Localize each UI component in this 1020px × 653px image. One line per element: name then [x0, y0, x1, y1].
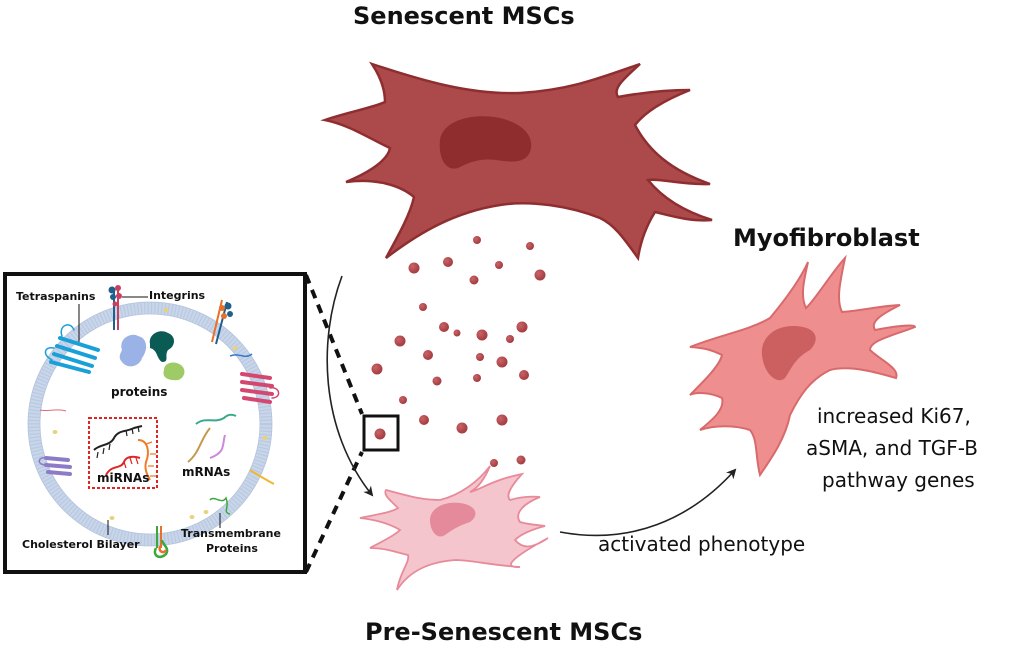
vesicle-dot [443, 257, 453, 267]
pre-senescent-msc-title: Pre-Senescent MSCs [365, 618, 643, 646]
vesicle-dot [526, 242, 534, 250]
mrnas-label: mRNAs [182, 465, 231, 479]
vesicle-dot [516, 455, 526, 465]
senescent-nucleus [439, 116, 532, 169]
mirna-highlight-box [88, 417, 158, 489]
vesicle-dot [394, 335, 406, 347]
tetraspanins-label: Tetraspanins [16, 290, 96, 303]
arrow-senescent-to-presenescent [326, 275, 374, 497]
vesicle-dot [495, 261, 503, 269]
extracellular-vesicles [371, 236, 546, 467]
integrin-icon [108, 285, 122, 330]
vesicle-dot [439, 322, 449, 332]
transmembrane-protein-icon [229, 353, 253, 358]
arrow-presenescent-to-myofibroblast [559, 468, 737, 537]
vesicle-dot [456, 422, 468, 434]
proteins-label: proteins [111, 385, 168, 399]
vesicle-dot [469, 275, 479, 285]
zoom-selection-box [362, 414, 400, 452]
vesicle-dot [490, 459, 498, 467]
vesicle-dot [506, 335, 514, 343]
transmembrane-label-line-1: Transmembrane [181, 527, 281, 540]
integrins-label: Integrins [149, 289, 206, 302]
vesicle-dot [519, 370, 529, 380]
mirnas-label: miRNAs [97, 471, 150, 485]
vesicle-dot [473, 236, 481, 244]
tetraspanin-icon [240, 372, 280, 404]
vesicle-dot [432, 376, 442, 386]
zoom-line-top [304, 274, 364, 415]
mirnas-icon [93, 425, 156, 481]
cholesterol-molecules [52, 308, 268, 520]
vesicle-dot [476, 353, 484, 361]
myofibroblast-nucleus [761, 325, 816, 381]
vesicle-dot [496, 414, 508, 426]
vesicle-dot [419, 303, 427, 311]
markers-line-1: increased Ki67, [817, 404, 971, 428]
mrnas-icon [187, 413, 237, 463]
senescent-msc-cell [320, 61, 713, 262]
myofibroblast-title: Myofibroblast [733, 224, 920, 252]
inset-frame [3, 272, 307, 574]
vesicle-dot [476, 329, 488, 341]
tetraspanin-icon [44, 324, 100, 374]
myofibroblast-cell [689, 254, 917, 478]
vesicle-dot [399, 396, 407, 404]
vesicle-dot [534, 269, 546, 281]
tetraspanin-icon [38, 456, 72, 476]
vesicle-dot [419, 415, 429, 425]
pre-senescent-nucleus [430, 502, 476, 537]
senescent-msc-title: Senescent MSCs [353, 2, 575, 30]
zoom-line-bottom [304, 451, 364, 573]
proteins-icon [119, 331, 185, 381]
pre-senescent-cell [359, 465, 549, 591]
vesicle-dot [453, 329, 461, 337]
markers-line-2: aSMA, and TGF-B [806, 436, 979, 460]
markers-line-3: pathway genes [822, 468, 975, 492]
vesicle-inset [3, 272, 307, 574]
vesicle-dot [374, 428, 386, 440]
cholesterol-bilayer-label: Cholesterol Bilayer [22, 538, 140, 551]
integrin-icon [211, 299, 233, 345]
transmembrane-protein-icon [249, 469, 275, 485]
transmembrane-protein-icon [153, 526, 169, 559]
vesicle-dot [423, 350, 433, 360]
activated-phenotype-label: activated phenotype [598, 532, 806, 556]
transmembrane-protein-icon [39, 409, 67, 412]
transmembrane-label-line-2: Proteins [206, 542, 258, 555]
vesicle-dot [473, 374, 481, 382]
vesicle-dot [496, 356, 508, 368]
vesicle-dot [371, 363, 383, 375]
vesicle-dot [408, 262, 420, 274]
transmembrane-protein-icon [209, 496, 231, 515]
vesicle-dot [516, 321, 528, 333]
